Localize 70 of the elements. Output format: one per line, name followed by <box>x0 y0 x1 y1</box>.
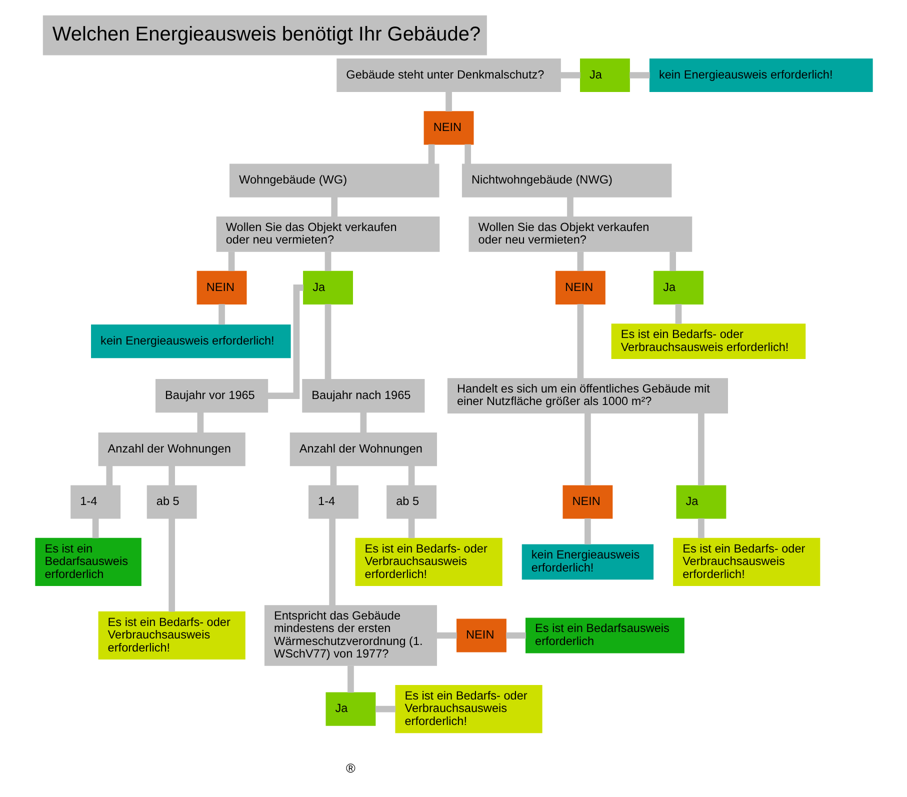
diagram-title: Welchen Energieausweis benötigt Ihr Gebäude? <box>52 23 480 46</box>
connector <box>674 304 682 324</box>
connector <box>330 196 338 217</box>
node-box: Gebäude steht unter Denkmalschutz? <box>336 58 560 92</box>
connector <box>584 413 590 486</box>
node-box: 1-4 <box>70 485 120 519</box>
connector <box>228 252 234 272</box>
node-box: Wollen Sie das Objekt verkaufen oder neu vermieten? <box>468 216 692 252</box>
node-box: Entspricht das Gebäude mindestens der ersten Wärmeschutzverordnung (1. WSchV77) von 1977? <box>264 605 436 666</box>
node-box: Es ist ein Bedarfs- oder Verbrauchsausweis erforderlich! <box>672 538 820 586</box>
node-box: Es ist ein Bedarfs- oder Verbrauchsausweis erforderlich! <box>354 538 502 586</box>
node-box: kein Energieausweis erforderlich! <box>90 324 290 358</box>
connector <box>464 144 471 164</box>
connector <box>576 252 584 272</box>
connector <box>92 518 98 538</box>
connector <box>324 304 331 380</box>
node-box: Wohngebäude (WG) <box>228 164 439 198</box>
node-box: Ja <box>325 692 376 726</box>
connector <box>584 518 590 544</box>
connector <box>576 304 584 378</box>
node-box: kein Energieausweis erforderlich! <box>521 544 654 580</box>
node-box: NEIN <box>456 618 506 652</box>
connector <box>374 706 395 712</box>
node-box: Es ist ein Bedarfsausweis erforderlich <box>525 618 684 654</box>
connector <box>629 72 650 78</box>
node-box: Ja <box>302 270 352 305</box>
node-box: Es ist ein Bedarfsausweis erforderlich <box>34 538 141 586</box>
connector <box>669 252 676 272</box>
connector <box>506 632 526 639</box>
node-box: Es ist ein Bedarfs- oder Verbrauchsausweis erforderlich! <box>98 611 245 660</box>
connector <box>330 466 336 486</box>
node-box: Anzahl der Wohnungen <box>289 432 436 466</box>
node-box: Nichtwohngebäude (NWG) <box>461 164 672 198</box>
connector <box>408 466 414 486</box>
node-box: NEIN <box>554 270 605 305</box>
node-box: 1-4 <box>308 485 358 519</box>
node-box: Wollen Sie das Objekt verkaufen oder neu vermieten? <box>216 216 440 252</box>
node-box: Es ist ein Bedarfs- oder Verbrauchsausweis erforderlich! <box>394 684 542 734</box>
connector <box>347 666 354 693</box>
connector <box>436 632 456 639</box>
node-box: Handelt es sich um ein öffentliches Gebäude mit einer Nutzfläche größer als 1000 m²? <box>446 378 728 414</box>
connector <box>196 412 204 433</box>
connector <box>106 466 112 486</box>
node-box: NEIN <box>562 485 612 519</box>
node-box: Baujahr vor 1965 <box>154 378 268 413</box>
node-box: ab 5 <box>146 485 196 519</box>
connector <box>324 252 331 272</box>
connector <box>218 304 224 325</box>
node-box: Ja <box>653 270 703 305</box>
connector <box>408 518 414 538</box>
connector <box>360 412 366 433</box>
connector <box>428 144 434 164</box>
connector <box>566 196 573 217</box>
node-box: NEIN <box>196 270 246 305</box>
connector <box>328 518 335 606</box>
connector <box>698 413 704 486</box>
node-box: Baujahr nach 1965 <box>302 378 424 413</box>
node-box: ab 5 <box>386 485 436 519</box>
node-box: Anzahl der Wohnungen <box>98 432 245 466</box>
node-box: Ja <box>579 58 630 92</box>
node-box: Ja <box>676 485 726 519</box>
connector <box>168 518 175 612</box>
node-box: kein Energieausweis erforderlich! <box>648 58 872 92</box>
connector <box>698 518 704 538</box>
connector <box>445 92 452 112</box>
node-box: NEIN <box>423 111 474 145</box>
label: ® <box>346 760 355 776</box>
connector <box>168 466 175 486</box>
node-box: Es ist ein Bedarfs- oder Verbrauchsausweis erforderlich! <box>610 324 806 359</box>
connector <box>560 72 580 78</box>
